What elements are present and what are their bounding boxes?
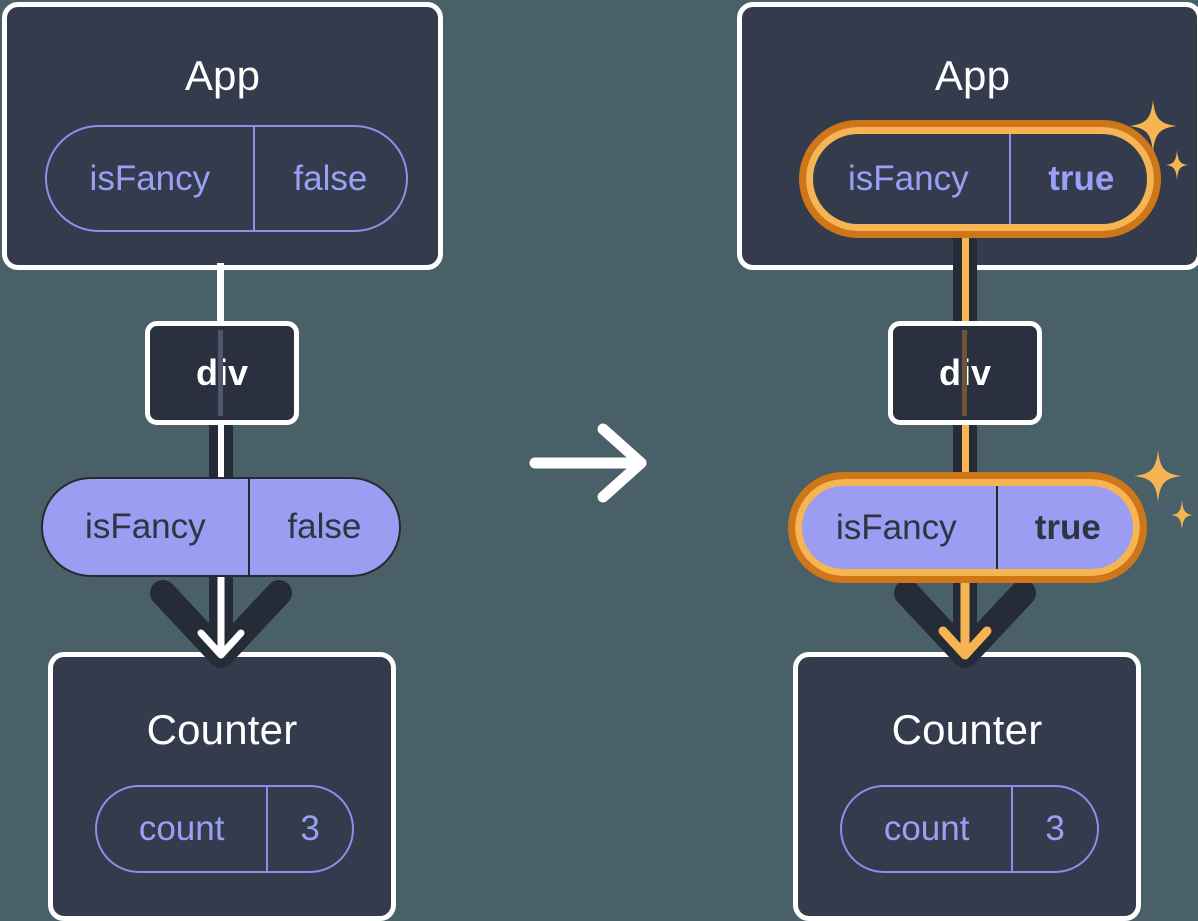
wire-app-to-div-core-after	[962, 228, 969, 326]
app-prop-name-after: isFancy	[848, 159, 969, 198]
prop-pill-value-before: false	[247, 479, 399, 575]
prop-pill-name-before: isFancy	[85, 507, 206, 546]
wire-app-to-div-before	[217, 263, 224, 325]
wire-through-div-before	[218, 330, 223, 416]
app-panel-title-before: App	[184, 52, 261, 99]
wire-div-to-pill-core-after	[962, 424, 969, 486]
wire-div-to-pill-core-before	[218, 424, 224, 484]
prop-pill-name-after: isFancy	[836, 507, 957, 547]
arrow-pill-to-counter-before	[150, 575, 292, 668]
arrow-pill-to-counter-after	[894, 575, 1036, 668]
app-prop-pill-before: isFancy false	[45, 125, 408, 232]
app-panel-title-after: App	[934, 52, 1011, 99]
arrow-right-icon	[529, 423, 647, 503]
prop-pill-before: isFancy false	[41, 477, 401, 577]
app-prop-value-after: true	[1008, 129, 1152, 229]
app-prop-value-before: false	[252, 127, 406, 230]
counter-state-name-after: count	[883, 809, 970, 848]
counter-panel-title-after: Counter	[891, 706, 1043, 753]
counter-panel-after: Counter count 3	[793, 652, 1141, 921]
app-panel-before: App isFancy false	[2, 2, 443, 270]
counter-state-value-before: 3	[266, 787, 352, 871]
sparkle-icon-app-after	[1129, 100, 1188, 180]
prop-pill-value-after: true	[995, 481, 1138, 574]
counter-state-name-before: count	[138, 809, 225, 848]
counter-state-pill-after: count 3	[840, 785, 1099, 873]
counter-state-pill-before: count 3	[95, 785, 354, 873]
counter-panel-before: Counter count 3	[48, 652, 396, 921]
app-prop-name-before: isFancy	[89, 158, 211, 198]
sparkle-icon-prop-after	[1134, 450, 1193, 530]
wire-through-div-after	[962, 330, 967, 416]
app-prop-pill-after: isFancy true	[806, 127, 1154, 231]
counter-state-value-after: 3	[1011, 787, 1097, 871]
counter-panel-title-before: Counter	[146, 706, 298, 753]
prop-pill-after: isFancy true	[795, 479, 1140, 576]
